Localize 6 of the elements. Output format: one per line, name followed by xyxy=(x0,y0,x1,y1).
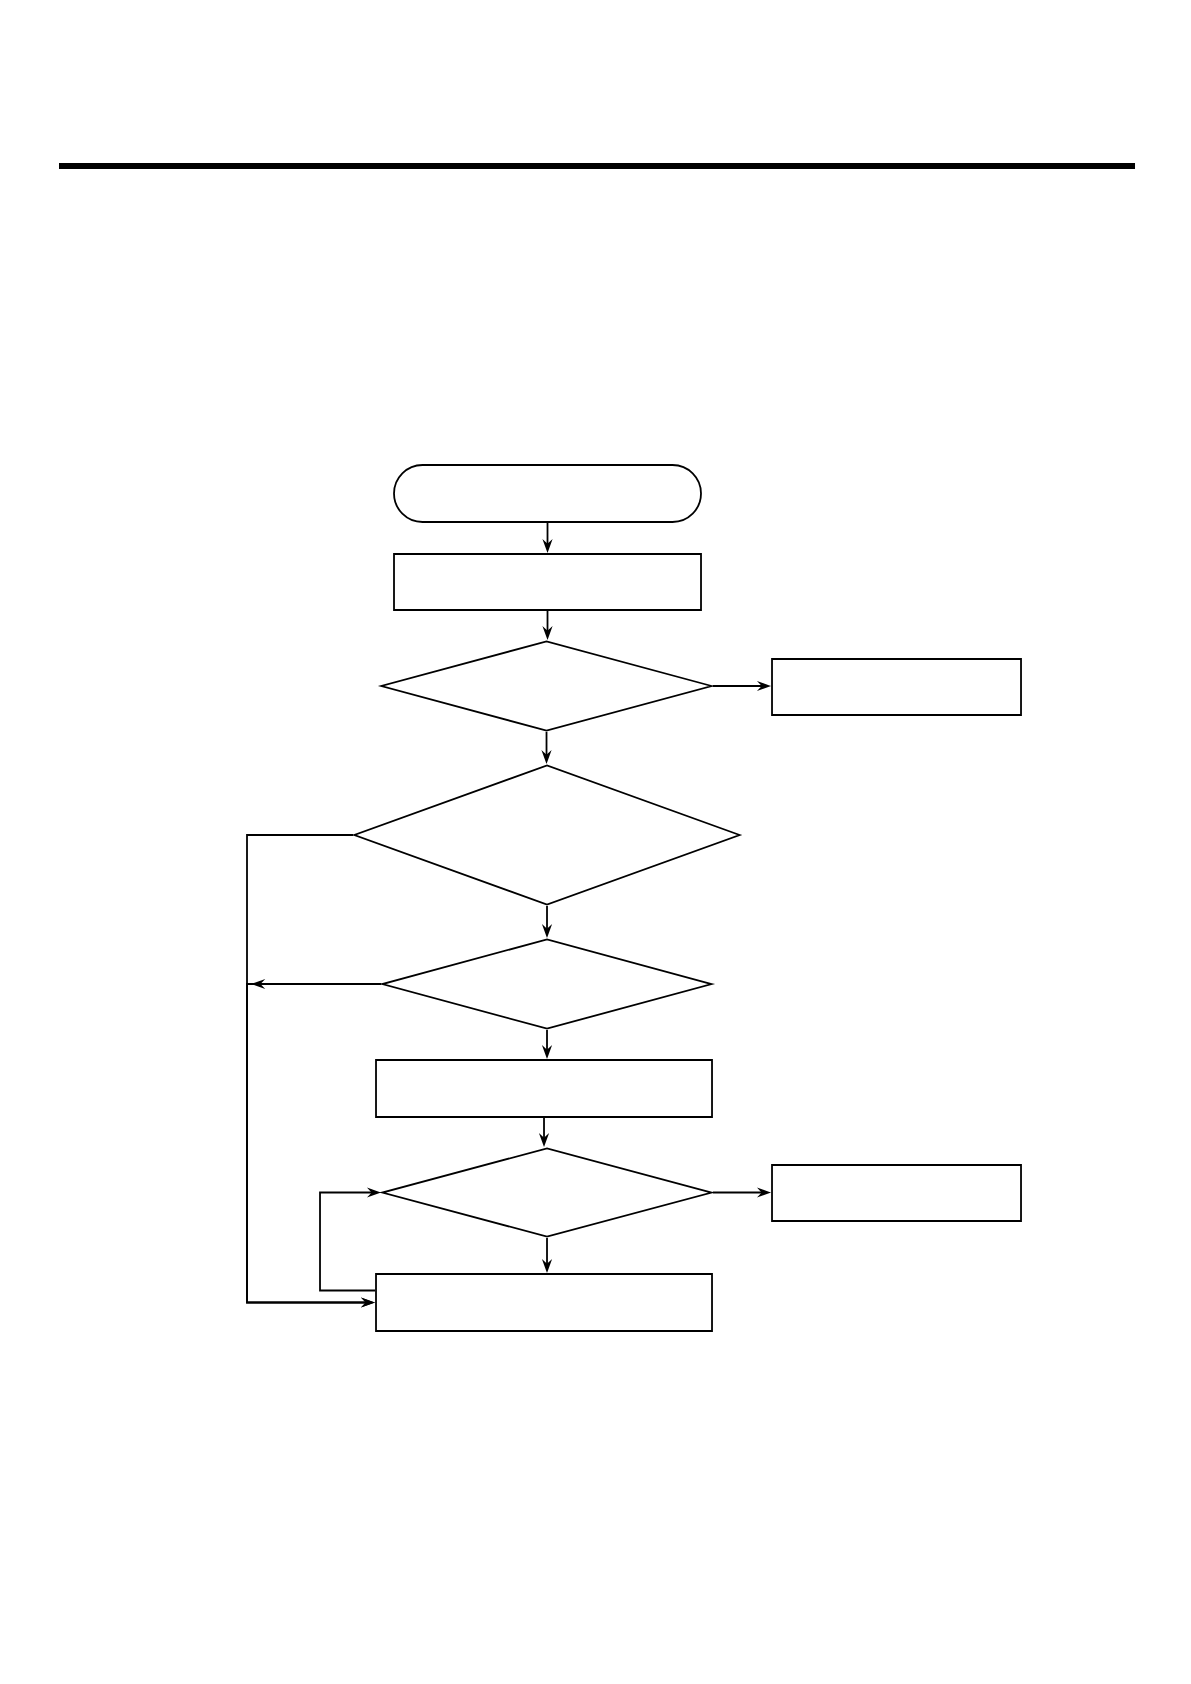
process-box xyxy=(771,658,1022,716)
process-box xyxy=(393,553,702,611)
process-box xyxy=(771,1164,1022,1222)
process-box xyxy=(375,1273,713,1332)
terminal-box xyxy=(393,464,702,523)
process-box xyxy=(375,1059,713,1118)
